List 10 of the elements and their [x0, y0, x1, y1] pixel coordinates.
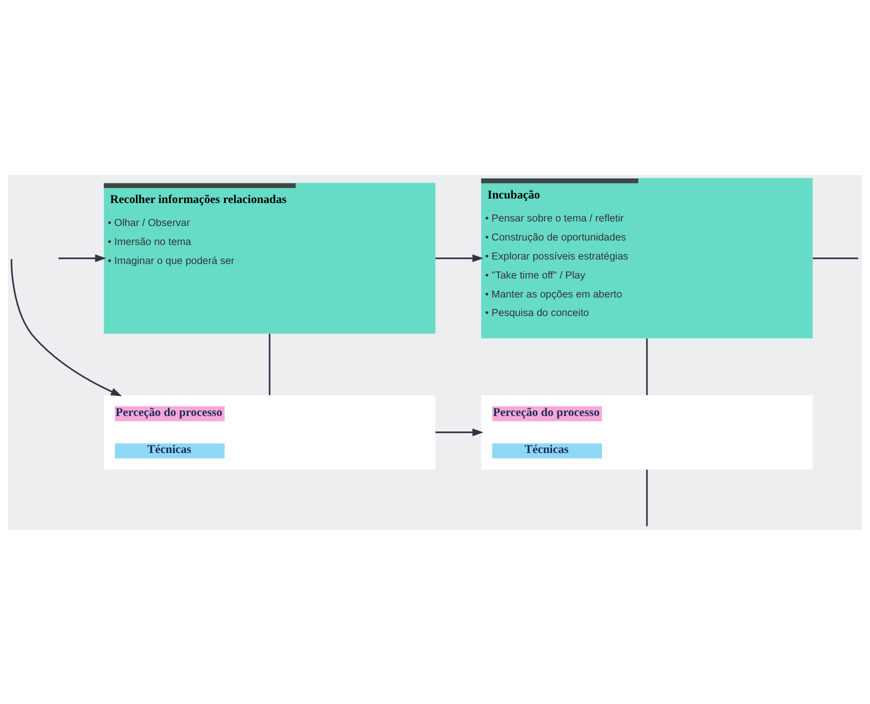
arrow — [435, 428, 484, 436]
arrow — [10, 258, 122, 396]
connector — [268, 333, 270, 395]
connector — [646, 338, 648, 395]
arrow — [58, 254, 106, 262]
connector — [812, 256, 858, 259]
connector — [646, 469, 648, 526]
arrow — [435, 254, 484, 262]
node-box: Perceção do processo Técnicas — [104, 394, 436, 469]
node-box: Perceção do processo Técnicas — [481, 394, 813, 469]
